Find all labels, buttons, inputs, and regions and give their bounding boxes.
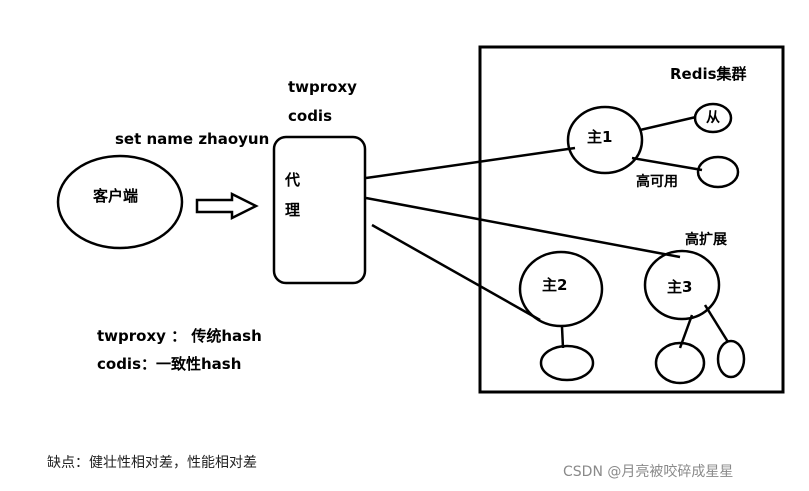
proxy-name-codis: codis [288, 107, 333, 125]
master2-label: 主2 [542, 276, 568, 294]
client-label: 客户端 [93, 187, 139, 205]
proxy-box-char-2: 理 [285, 201, 301, 219]
hash-note-codis: codis：一致性hash [97, 355, 242, 373]
master3-node [643, 249, 721, 321]
master2-replica-node [539, 344, 595, 382]
watermark: CSDN @月亮被咬碎成星星 [563, 464, 734, 480]
master1-label: 主1 [587, 128, 613, 146]
link-master2-replica [560, 326, 565, 349]
master1-slave-node [693, 102, 733, 134]
proxy-name-twproxy: twproxy [288, 78, 357, 96]
cluster-box [478, 45, 785, 394]
master1-node [566, 105, 644, 175]
master1-slave-label: 从 [706, 110, 720, 126]
master3-note: 高扩展 [685, 232, 727, 248]
link-master3-replica-b [703, 304, 730, 343]
master2-node [518, 250, 604, 328]
drawback-note: 缺点：健壮性相对差，性能相对差 [47, 455, 257, 471]
master3-label: 主3 [667, 278, 693, 296]
master3-replica-a-node [654, 341, 706, 385]
request-arrow [195, 191, 259, 221]
proxy-box [272, 135, 367, 285]
client-node [56, 154, 184, 250]
master3-replica-b-node [716, 339, 746, 379]
link-proxy-master2 [371, 223, 541, 322]
hash-note-twproxy: twproxy ： 传统hash [97, 327, 262, 345]
master1-note: 高可用 [636, 174, 678, 190]
master1-replica-node [696, 155, 740, 189]
proxy-box-char-1: 代 [285, 171, 301, 189]
link-proxy-master3 [365, 196, 681, 259]
command-label: set name zhaoyun [115, 130, 270, 148]
link-master1-replica [631, 156, 703, 172]
link-master1-slave [639, 115, 697, 132]
cluster-title: Redis集群 [670, 65, 747, 83]
link-proxy-master1 [365, 146, 576, 180]
